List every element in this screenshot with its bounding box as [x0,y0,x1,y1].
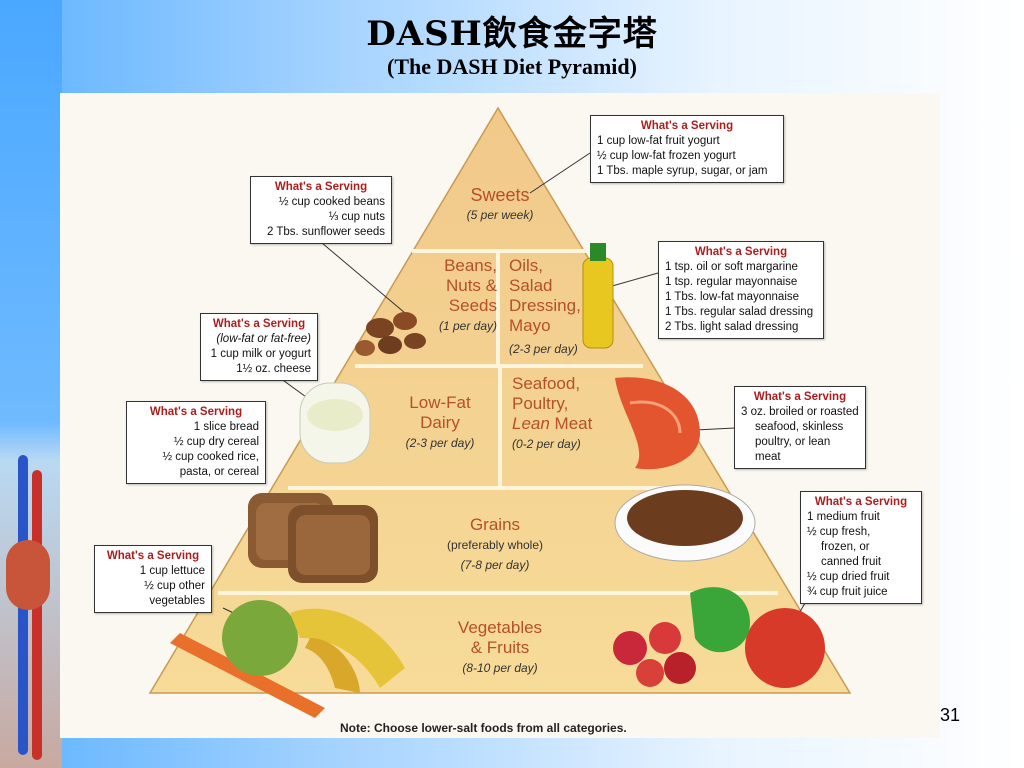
serving-box-vegetables: What's a Serving 1 cup lettuce ½ cup oth… [94,545,212,613]
fruits-illustration [613,587,825,688]
seafood-label: Seafood, Poultry, Lean Meat (0-2 per day… [512,374,593,451]
bread-illustration [248,493,378,583]
pyramid-panel: Sweets (5 per week) Beans, Nuts & Seeds … [60,93,940,738]
serving-box-grains: What's a Serving 1 slice bread ½ cup dry… [126,401,266,484]
serving-box-dairy: What's a Serving (low-fat or fat-free) 1… [200,313,318,381]
oils-label: Oils, Salad Dressing, Mayo (2-3 per day) [509,256,581,356]
cereal-bowl-illustration [614,484,756,562]
nuts-illustration [355,312,426,356]
lean-emphasis: Lean [512,414,550,433]
oil-bottle-illustration [582,243,614,349]
pyramid-graphic [148,106,852,718]
serving-box-seafood: What's a Serving 3 oz. broiled or roaste… [734,386,866,469]
sweets-label: Sweets (5 per week) [466,185,534,222]
serving-box-beans: What's a Serving ½ cup cooked beans ⅓ cu… [250,176,392,244]
slide-subtitle: (The DASH Diet Pyramid) [387,54,637,79]
grains-label: Grains (preferably whole) (7-8 per day) [446,515,544,572]
anatomy-side-image [0,0,62,768]
salmon-illustration [615,377,700,470]
beans-label: Beans, Nuts & Seeds (1 per day) [438,256,497,333]
slide-title: DASH飲食金字塔 [366,14,658,54]
milk-glass-illustration [299,382,371,464]
veg-label: Vegetables & Fruits (8-10 per day) [457,618,543,675]
dairy-label: Low-Fat Dairy (2-3 per day) [405,393,475,450]
serving-box-oils: What's a Serving 1 tsp. oil or soft marg… [658,241,824,339]
serving-box-sweets: What's a Serving 1 cup low-fat fruit yog… [590,115,784,183]
serving-box-fruit: What's a Serving 1 medium fruit ½ cup fr… [800,491,922,604]
salt-note: Note: Choose lower-salt foods from all c… [340,721,627,735]
vegetables-illustration [170,600,405,718]
slide-number: 31 [940,705,961,725]
